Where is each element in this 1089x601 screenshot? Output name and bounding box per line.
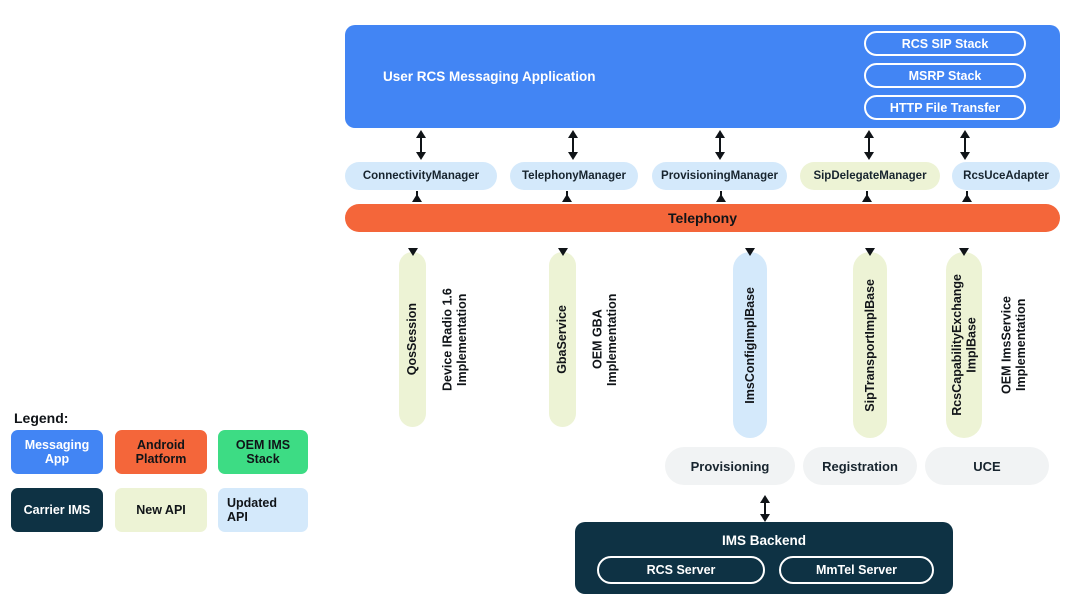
impl-pill-qossession: QosSession [399, 252, 426, 427]
legend-title: Legend: [14, 410, 69, 426]
arrow-down-icon-provisioning [715, 152, 725, 160]
server-pill-mmtel: MmTel Server [779, 556, 934, 584]
manager-connectivitymanager: ConnectivityManager [345, 162, 497, 190]
arrow-down-icon-sipdelegate [864, 152, 874, 160]
stack-pill-http-file-transfer: HTTP File Transfer [864, 95, 1026, 120]
app-title: User RCS Messaging Application [383, 68, 596, 84]
arrow-up-icon-mgr2-telephony [716, 194, 726, 202]
impl-pill-siptransportimplbase: SipTransportImplBase [853, 252, 887, 438]
impl-pill-rcscapabilityexchangeimplbase-label: RcsCapabilityExchange ImplBase [949, 274, 978, 416]
arrow-up-icon-mgr1-telephony [562, 194, 572, 202]
impl-pill-imsconfigimplbase-label: ImsConfigImplBase [742, 286, 757, 404]
impl-pill-imsconfigimplbase: ImsConfigImplBase [733, 252, 767, 438]
oem-block-imsservice-label: OEM ImsService Implementation [999, 296, 1028, 394]
arrow-up-icon-provisioning [715, 130, 725, 138]
connector-line-rcsuce [964, 138, 966, 152]
arrow-down-icon-siptransport [865, 248, 875, 256]
manager-sipdelegatemanager: SipDelegateManager [800, 162, 940, 190]
server-pill-rcs: RCS Server [597, 556, 765, 584]
manager-telephonymanager: TelephonyManager [510, 162, 638, 190]
impl-pill-siptransportimplbase-label: SipTransportImplBase [862, 278, 877, 412]
messaging-app-box [345, 25, 1060, 128]
connector-line-sipdelegate [868, 138, 870, 152]
arrow-up-icon-mgr4-telephony [962, 194, 972, 202]
legend-item-android-platform: Android Platform [115, 430, 207, 474]
connector-line-backend [764, 503, 766, 515]
connector-line-provisioning [719, 138, 721, 152]
connector-line-connectivity [420, 138, 422, 152]
manager-provisioningmanager: ProvisioningManager [652, 162, 787, 190]
manager-rcsuceadapter: RcsUceAdapter [952, 162, 1060, 190]
arrow-down-icon-qossession [408, 248, 418, 256]
legend-item-new-api: New API [115, 488, 207, 532]
arrow-up-icon-rcsuce [960, 130, 970, 138]
arrow-down-icon-telephonymanager [568, 152, 578, 160]
service-pill-registration: Registration [803, 447, 917, 485]
arrow-up-icon-connectivity [416, 130, 426, 138]
arrow-down-icon-rcscapability [959, 248, 969, 256]
oem-block-gba-label: OEM GBA Implementation [590, 293, 619, 386]
legend-item-updated-api: Updated API [218, 488, 308, 532]
arrow-down-icon-rcsuce [960, 152, 970, 160]
arrow-up-icon-sipdelegate [864, 130, 874, 138]
ims-backend-title: IMS Backend [721, 532, 807, 548]
platform-telephony-bar: Telephony [345, 204, 1060, 232]
service-pill-uce: UCE [925, 447, 1049, 485]
impl-pill-rcscapabilityexchangeimplbase: RcsCapabilityExchange ImplBase [946, 252, 982, 438]
impl-pill-qossession-label: QosSession [405, 303, 420, 376]
arrow-down-icon-backend [760, 514, 770, 522]
oem-block-iradio-label: Device IRadio 1.6 Implementation [440, 288, 469, 391]
connector-line-telephonymanager [572, 138, 574, 152]
arrow-up-icon-mgr0-telephony [412, 194, 422, 202]
stack-pill-rcs-sip: RCS SIP Stack [864, 31, 1026, 56]
arrow-down-icon-connectivity [416, 152, 426, 160]
arrow-up-icon-mgr3-telephony [862, 194, 872, 202]
arrow-down-icon-gbaservice [558, 248, 568, 256]
legend-item-oem-ims-stack: OEM IMS Stack [218, 430, 308, 474]
arrow-up-icon-backend [760, 495, 770, 503]
stack-pill-msrp: MSRP Stack [864, 63, 1026, 88]
impl-pill-gbaservice: GbaService [549, 252, 576, 427]
service-pill-provisioning: Provisioning [665, 447, 795, 485]
arrow-down-icon-imsconfig [745, 248, 755, 256]
legend-item-messaging-app: Messaging App [11, 430, 103, 474]
legend-item-carrier-ims: Carrier IMS [11, 488, 103, 532]
arrow-up-icon-telephonymanager [568, 130, 578, 138]
impl-pill-gbaservice-label: GbaService [555, 305, 570, 374]
